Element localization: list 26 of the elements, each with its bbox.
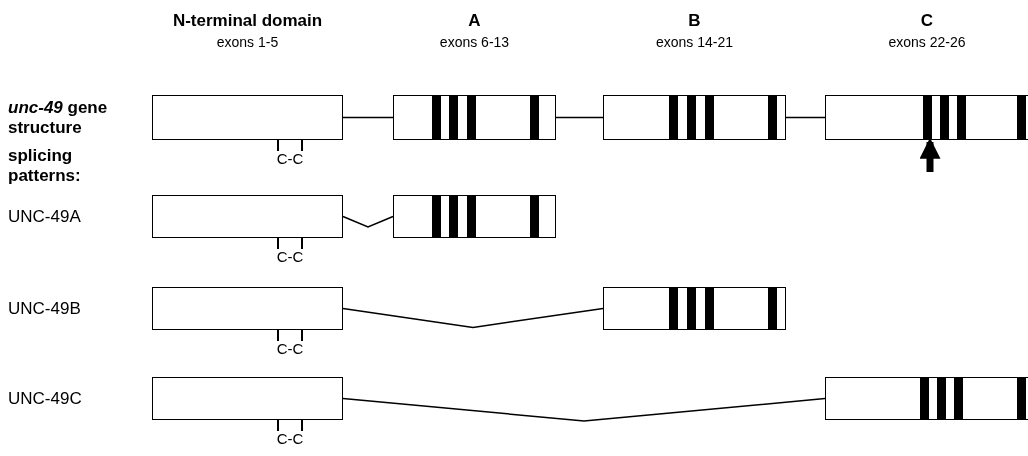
intron-line <box>342 116 394 119</box>
intron-line <box>342 307 604 329</box>
exon-range: exons 22-26 <box>887 34 967 50</box>
domain-heading: N-terminal domain <box>171 11 324 31</box>
exon-range: exons 1-5 <box>215 34 280 50</box>
isoform-label: UNC-49C <box>8 389 83 409</box>
domain-heading: C <box>919 11 935 31</box>
intron-line <box>555 116 604 119</box>
exon-range: exons 6-13 <box>438 34 511 50</box>
exon-range: exons 14-21 <box>654 34 735 50</box>
disulfide-label: C-C <box>275 430 305 447</box>
disulfide-label: C-C <box>275 340 305 357</box>
intron-line <box>342 397 826 422</box>
row-heading: splicing patterns: <box>8 146 82 186</box>
domain-heading: A <box>467 11 482 31</box>
isoform-label: UNC-49B <box>8 299 82 319</box>
intron-line <box>342 215 394 228</box>
exon-box <box>825 377 1028 420</box>
exon-box <box>603 287 786 330</box>
exon-box <box>393 195 556 238</box>
domain-heading: B <box>687 11 702 31</box>
row-heading: unc-49 gene structure <box>8 98 109 138</box>
disulfide-label: C-C <box>275 150 305 167</box>
intron-line <box>785 116 826 119</box>
disulfide-label: C-C <box>275 248 305 265</box>
isoform-label: UNC-49A <box>8 207 82 227</box>
